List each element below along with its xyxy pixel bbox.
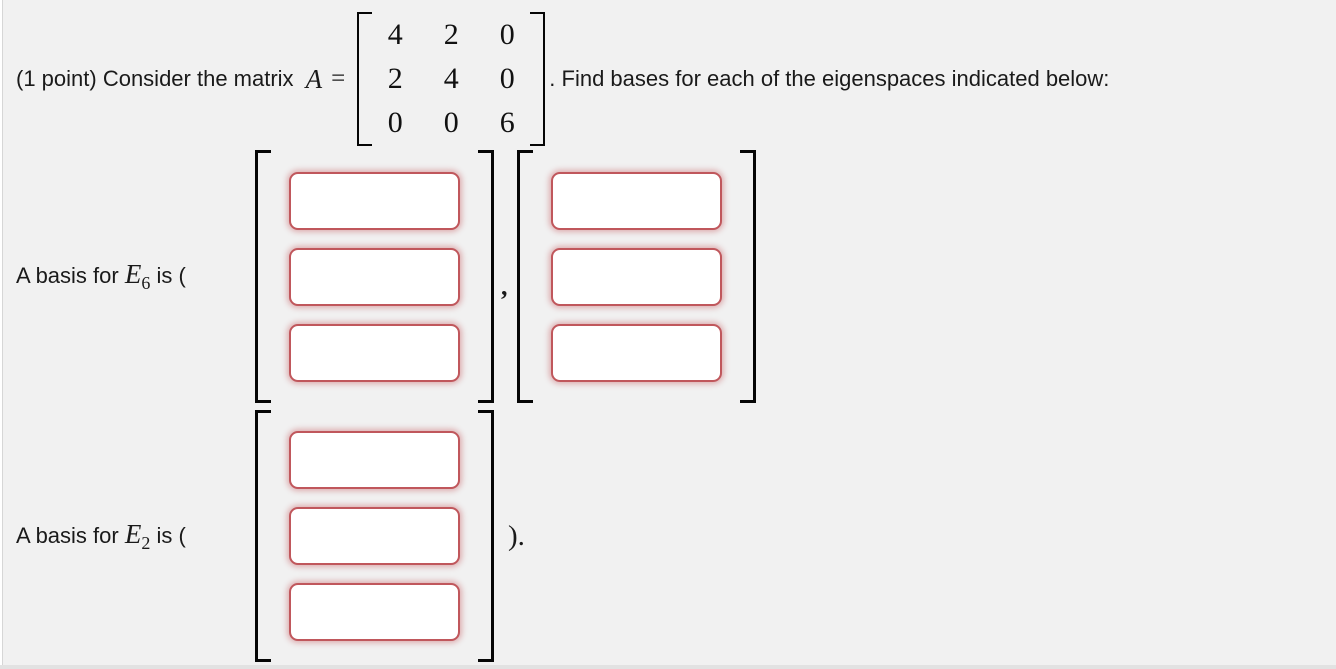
e6-basis-label: A basis for E6 is ( [16, 259, 255, 294]
vector-bracket-left [516, 150, 533, 403]
e6-vector2-entry3-input[interactable] [550, 323, 722, 382]
e6-vector1-entry2-input[interactable] [289, 247, 460, 306]
e2-vector1-entry3-input[interactable] [289, 583, 460, 641]
e2-vector1-entry2-input[interactable] [289, 507, 460, 565]
e6-eigenspace-symbol: E [124, 259, 142, 289]
closing-paren-period: ). [508, 519, 525, 552]
e6-vector1-entry3-input[interactable] [289, 323, 460, 382]
e2-label-suffix: is ( [150, 522, 186, 548]
matrix-a-entries: 4 2 0 2 4 0 0 0 6 [372, 12, 530, 146]
e2-label-prefix: A basis for [16, 522, 125, 548]
problem-intro-text: (1 point) Consider the matrix [16, 66, 300, 91]
matrix-cell: 0 [499, 18, 515, 51]
matrix-cell: 0 [443, 106, 459, 139]
matrix-cell: 0 [499, 62, 515, 95]
e6-basis-vector-2 [516, 150, 756, 403]
vector-bracket-right [739, 150, 756, 403]
e6-label-suffix: is ( [150, 263, 186, 288]
matrix-cell: 2 [387, 62, 403, 95]
e6-label-prefix: A basis for [16, 263, 125, 288]
e2-basis-row: A basis for E2 is ( ). [16, 410, 525, 662]
vector-bracket-right [478, 410, 494, 662]
equals-sign: = [331, 65, 346, 92]
e6-vector2-entry1-input[interactable] [550, 171, 722, 230]
vector-separator-comma: , [501, 271, 508, 301]
e2-vector-1-entries [289, 410, 460, 662]
e6-vector1-entry1-input[interactable] [289, 171, 460, 230]
matrix-symbol: A [305, 63, 323, 94]
e6-eigenspace-subscript: 6 [141, 273, 151, 293]
e2-basis-vector-1 [255, 410, 494, 662]
e2-eigenspace-subscript: 2 [141, 532, 151, 553]
page-bottom-border [0, 665, 1336, 669]
e2-basis-label: A basis for E2 is ( [16, 519, 255, 554]
vector-bracket-left [255, 150, 271, 403]
e6-vector-2-entries [550, 150, 722, 403]
e6-vector-1-entries [289, 150, 460, 403]
vector-bracket-left [255, 410, 271, 662]
e2-eigenspace-symbol: E [124, 518, 142, 549]
e6-vector2-entry2-input[interactable] [550, 247, 722, 306]
matrix-cell: 6 [499, 106, 515, 139]
matrix-a-display: 4 2 0 2 4 0 0 0 6 [357, 12, 546, 146]
matrix-cell: 0 [387, 106, 403, 139]
e6-basis-vector-1 [255, 150, 494, 403]
matrix-cell: 2 [443, 18, 459, 51]
matrix-bracket-left [357, 12, 373, 146]
page-left-border [0, 0, 3, 669]
problem-instruction-text: . Find bases for each of the eigenspaces… [549, 66, 1110, 91]
matrix-cell: 4 [387, 18, 403, 51]
e6-basis-row: A basis for E6 is ( , [16, 150, 756, 403]
matrix-cell: 4 [443, 62, 459, 95]
problem-statement: (1 point) Consider the matrix A = 4 2 0 … [16, 0, 1109, 158]
e2-vector1-entry1-input[interactable] [289, 431, 460, 489]
vector-bracket-right [478, 150, 494, 403]
matrix-bracket-right [530, 12, 546, 146]
